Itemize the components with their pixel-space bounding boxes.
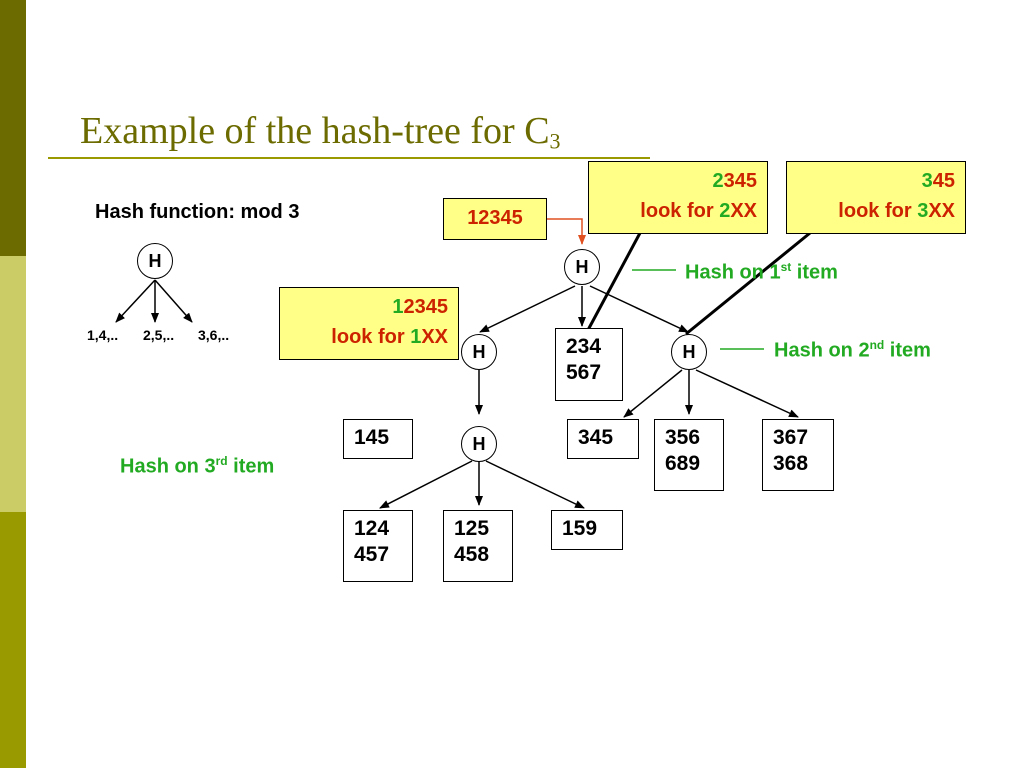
leaf-item: 234 <box>566 335 602 358</box>
note1-itemset: 12345 <box>280 292 448 322</box>
note3-red-part: 45 <box>932 170 955 192</box>
note-box-1: 12345 look for 1XX <box>279 287 459 360</box>
hash-label-third-pre: Hash on 3 <box>120 455 216 478</box>
leaf-125-458: 125 458 <box>443 510 513 582</box>
page-title: Example of the hash-tree for C3 <box>80 112 561 153</box>
note1-look: look for 1XX <box>280 322 448 352</box>
hash-node-left: H <box>461 334 497 370</box>
leaf-item: 458 <box>454 543 490 566</box>
hash-label-third-post: item <box>227 455 275 478</box>
note2-itemset: 2345 <box>589 166 758 196</box>
note1-green-part: 1 <box>392 296 404 318</box>
leaf-145: 145 <box>343 419 413 459</box>
pointer-note2 <box>586 232 642 331</box>
leaf-345: 345 <box>567 419 639 459</box>
leaf-item: 145 <box>354 426 390 449</box>
hash-function-label: Hash function: mod 3 <box>95 201 300 223</box>
edge-third-right <box>485 460 585 509</box>
leaf-item: 457 <box>354 543 390 566</box>
hash-node-root: H <box>564 249 600 285</box>
leaf-item: 345 <box>578 426 614 449</box>
edge-root-right <box>589 285 689 333</box>
hash-label-third: Hash on 3rd item <box>120 454 274 479</box>
note1-look-green: 1 <box>410 326 422 348</box>
leaf-item: 125 <box>454 517 490 540</box>
query-arrow <box>547 218 586 245</box>
hash-label-first-pre: Hash on 1 <box>685 261 781 284</box>
legend-branch-2: 2,5,.. <box>143 327 175 343</box>
band-light <box>0 256 26 512</box>
note2-green-part: 2 <box>712 170 724 192</box>
note2-look-red: XX <box>730 200 757 222</box>
note3-look-green: 3 <box>917 200 929 222</box>
legend-hash-node: H <box>137 243 173 279</box>
legend-arrow-left <box>115 279 156 323</box>
leaf-159: 159 <box>551 510 623 550</box>
hash-label-third-sup: rd <box>215 454 228 468</box>
leaf-item: 567 <box>566 361 602 384</box>
legend-branch-3: 3,6,.. <box>198 327 230 343</box>
note3-look-red: XX <box>928 200 955 222</box>
hash-label-second: Hash on 2nd item <box>774 338 931 363</box>
edge-right-right <box>695 369 799 418</box>
pointer-note3 <box>685 231 811 336</box>
leaf-item: 356 <box>665 426 701 449</box>
leaf-234-567: 234 567 <box>555 328 623 401</box>
note3-itemset: 345 <box>787 166 955 196</box>
note-box-2: 2345 look for 2XX <box>588 161 768 234</box>
note3-look-text: look for <box>838 200 918 222</box>
title-subscript: 3 <box>549 128 561 154</box>
hash-label-second-sup: nd <box>869 338 885 352</box>
hash-node-right: H <box>671 334 707 370</box>
legend-branch-1: 1,4,.. <box>87 327 119 343</box>
edge-root-left <box>479 285 576 333</box>
band-dark <box>0 0 26 256</box>
edge-third-left <box>379 460 473 509</box>
note3-look: look for 3XX <box>787 196 955 226</box>
note1-look-text: look for <box>331 326 411 348</box>
title-underline <box>48 157 650 159</box>
note2-look-green: 2 <box>719 200 731 222</box>
query-itemset-text: 12345 <box>467 207 523 229</box>
legend-arrow-right <box>154 279 193 323</box>
edge-right-left <box>623 369 683 418</box>
leaf-item: 124 <box>354 517 390 540</box>
leaf-367-368: 367 368 <box>762 419 834 491</box>
hash-label-second-post: item <box>884 339 931 362</box>
query-itemset-box: 12345 <box>443 198 547 240</box>
hash-label-first-sup: st <box>780 260 792 274</box>
note2-look-text: look for <box>640 200 720 222</box>
note1-red-part: 2345 <box>403 296 449 318</box>
note2-red-part: 345 <box>723 170 757 192</box>
note3-green-part: 3 <box>921 170 933 192</box>
hash-label-first: Hash on 1st item <box>685 260 838 285</box>
note2-look: look for 2XX <box>589 196 757 226</box>
note1-look-red: XX <box>421 326 448 348</box>
leaf-356-689: 356 689 <box>654 419 724 491</box>
leaf-item: 368 <box>773 452 809 475</box>
leaf-item: 159 <box>562 517 598 540</box>
note-box-3: 345 look for 3XX <box>786 161 966 234</box>
hash-label-second-pre: Hash on 2 <box>774 339 870 362</box>
title-text: Example of the hash-tree for C <box>80 110 550 152</box>
leaf-item: 689 <box>665 452 701 475</box>
leaf-item: 367 <box>773 426 809 449</box>
band-mid <box>0 512 26 768</box>
leaf-124-457: 124 457 <box>343 510 413 582</box>
hash-label-first-post: item <box>791 261 838 284</box>
hash-node-third: H <box>461 426 497 462</box>
